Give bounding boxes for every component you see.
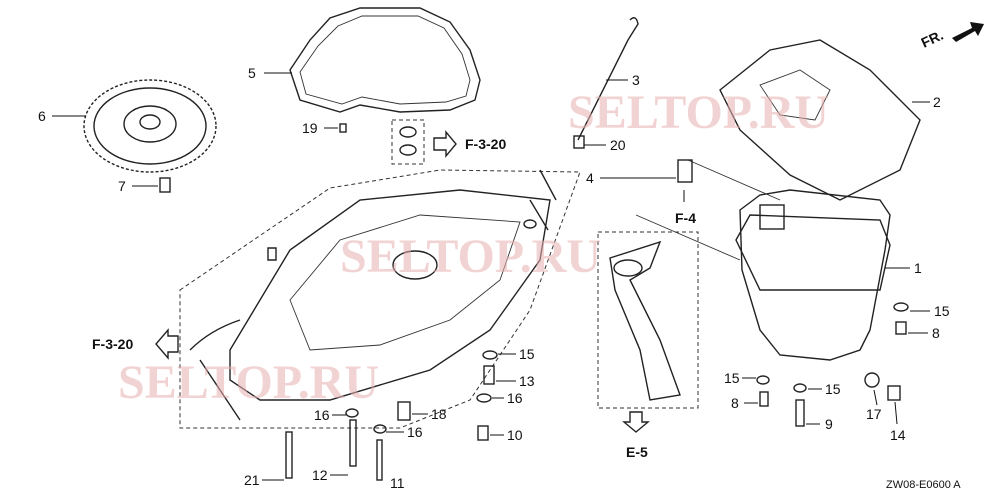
label-11: 11	[390, 475, 405, 491]
ref-e-5: E-5	[626, 444, 648, 460]
label-10: 10	[507, 427, 523, 443]
watermark: SELTOP.RU	[568, 86, 829, 139]
ref-f-3-20-left: F-3-20	[92, 336, 133, 352]
gasket-part-5	[289, 7, 481, 113]
fr-label: FR.	[919, 27, 946, 51]
label-15: 15	[519, 346, 535, 362]
bolt-part-7	[159, 177, 171, 193]
oil-case-part-1	[735, 189, 891, 361]
arrow-down-icon	[622, 411, 650, 433]
label-17: 17	[866, 406, 882, 422]
arrow-right-icon	[433, 130, 457, 158]
watermark: SELTOP.RU	[118, 356, 379, 409]
label-19: 19	[302, 120, 318, 136]
label-21: 21	[244, 472, 260, 488]
ref-f-4: F-4	[675, 210, 696, 226]
mount-case-dashed-outline	[179, 169, 581, 429]
arrow-left-icon	[155, 328, 179, 360]
label-16: 16	[407, 424, 423, 440]
label-9: 9	[825, 416, 833, 432]
label-18: 18	[431, 406, 447, 422]
label-15: 15	[934, 303, 950, 319]
label-13: 13	[519, 373, 535, 389]
label-20: 20	[610, 137, 626, 153]
mount-case-part	[189, 189, 551, 421]
label-12: 12	[312, 467, 328, 483]
label-3: 3	[632, 72, 640, 88]
label-1: 1	[914, 260, 922, 276]
exhaust-pipe-part	[609, 240, 681, 401]
label-6: 6	[38, 108, 46, 124]
ref-f-3-20-top: F-3-20	[465, 136, 506, 152]
label-15: 15	[724, 370, 740, 386]
label-7: 7	[118, 178, 126, 194]
dipstick-part-3	[577, 17, 639, 141]
plate-part-2	[719, 39, 921, 201]
label-4: 4	[586, 170, 594, 186]
front-direction-indicator: FR.	[919, 22, 984, 51]
front-arrow-icon	[952, 22, 984, 42]
label-8: 8	[932, 325, 940, 341]
tube-part	[529, 169, 557, 231]
label-5: 5	[248, 65, 256, 81]
label-15: 15	[825, 381, 841, 397]
label-2: 2	[933, 94, 941, 110]
flywheel-part	[83, 79, 217, 173]
drawing-code: ZW08-E0600 A	[886, 479, 961, 491]
label-14: 14	[890, 427, 906, 443]
watermark: SELTOP.RU	[340, 230, 601, 283]
leader-lines	[52, 72, 930, 481]
label-16: 16	[314, 407, 330, 423]
label-16: 16	[507, 390, 523, 406]
label-8: 8	[731, 395, 739, 411]
fasteners	[285, 123, 909, 481]
